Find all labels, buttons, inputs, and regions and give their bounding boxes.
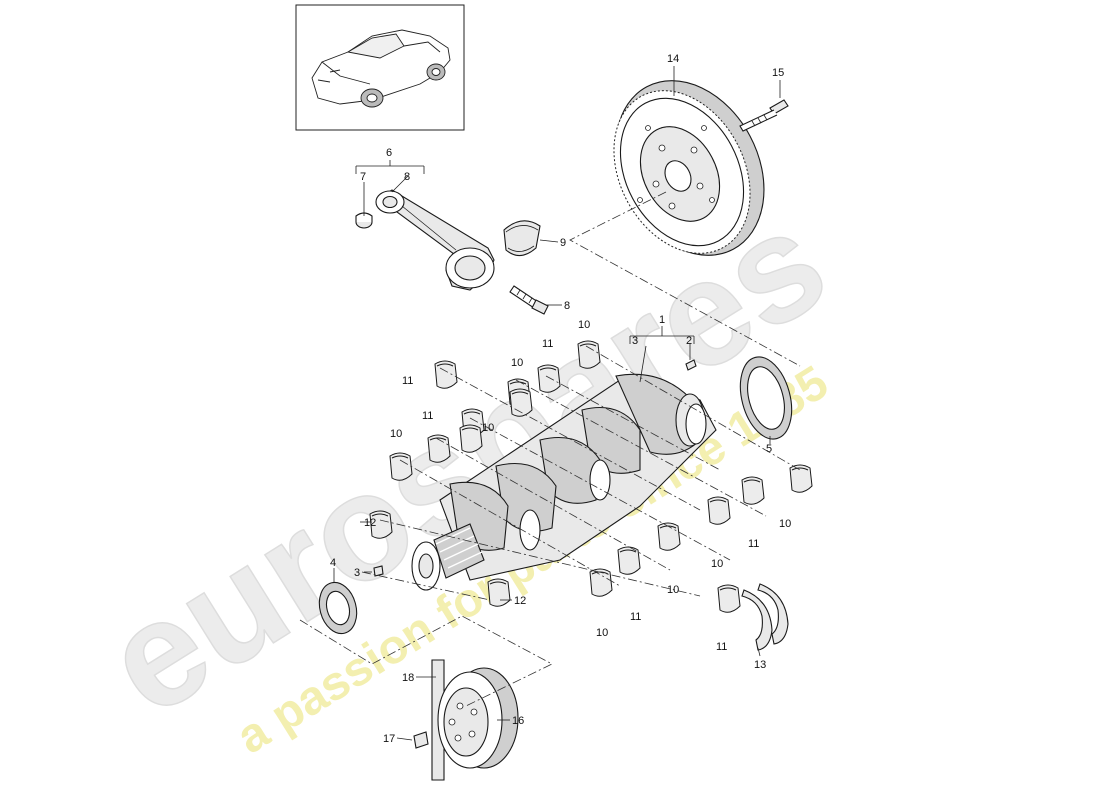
bearing-shell-edge <box>429 437 447 441</box>
bearing-shell-edge <box>391 455 409 459</box>
bearing-shell <box>707 496 731 525</box>
callout-13: 13 <box>754 659 766 671</box>
bearing-shell <box>717 584 741 613</box>
flywheel-bolt <box>739 99 789 132</box>
callout-11b: 11 <box>402 375 413 387</box>
callout-3b: 3 <box>354 567 360 579</box>
bearing-shell <box>537 364 561 393</box>
callout-10a: 10 <box>578 319 590 331</box>
callout-10b: 10 <box>511 357 523 369</box>
vehicle-thumbnail <box>295 4 465 131</box>
bearing-shell <box>577 340 601 369</box>
assembly-lines <box>299 191 801 707</box>
plug-small <box>373 359 697 577</box>
bearing-shell <box>389 452 413 481</box>
callout-numbers: 14 15 6 7 8 9 8 1 3 2 5 4 3 18 16 17 13 … <box>330 53 791 745</box>
callout-10e: 10 <box>779 518 791 530</box>
callout-12b: 12 <box>514 595 526 607</box>
thrust-washers <box>741 583 789 651</box>
callout-15: 15 <box>772 67 784 79</box>
callout-9: 9 <box>560 237 566 249</box>
callout-6: 6 <box>386 147 392 159</box>
bearing-shell-edge <box>709 499 727 503</box>
bearing-shell-edge <box>371 513 389 517</box>
flywheel <box>613 80 765 256</box>
callout-16: 16 <box>512 715 524 727</box>
callout-10g: 10 <box>667 584 679 596</box>
callout-11d: 11 <box>748 538 759 550</box>
bearing-shell <box>434 360 458 389</box>
car-icon <box>311 29 451 108</box>
callout-7: 7 <box>360 171 366 183</box>
bearing-shell-edge <box>579 343 597 347</box>
bearing-shell <box>789 464 813 493</box>
bearing-shell-edge <box>539 367 557 371</box>
bearing-shell <box>617 546 641 575</box>
rod-bolt <box>509 285 549 315</box>
crankshaft <box>411 373 717 591</box>
damper-bolt <box>413 731 429 749</box>
callout-8b: 8 <box>564 300 570 312</box>
callout-10d: 10 <box>390 428 402 440</box>
bearing-shell <box>741 476 765 505</box>
callout-11a: 11 <box>542 338 553 350</box>
connecting-rod <box>375 189 495 291</box>
callout-12: 12 <box>364 517 376 529</box>
bearing-shell-edge <box>743 479 761 483</box>
callout-10f: 10 <box>711 558 723 570</box>
callout-5: 5 <box>766 443 772 455</box>
bearing-shell-edge <box>511 391 529 395</box>
bearing-shell-edge <box>461 427 479 431</box>
bearing-shell <box>369 510 393 539</box>
bearing-shell-edge <box>719 587 737 591</box>
bearing-shell-edge <box>619 549 637 553</box>
bearing-shell-edge <box>436 363 454 367</box>
bearing-shell <box>427 434 451 463</box>
rear-oil-seal <box>739 356 793 440</box>
callout-11f: 11 <box>716 641 727 653</box>
leader-lines <box>333 66 781 741</box>
callout-14: 14 <box>667 53 679 65</box>
bearing-shell-edge <box>489 581 507 585</box>
callout-3: 3 <box>632 335 638 347</box>
callout-18: 18 <box>402 672 414 684</box>
callout-8: 8 <box>404 171 410 183</box>
bearing-shell-edge <box>791 467 809 471</box>
callout-11c: 11 <box>422 410 433 422</box>
bearing-shell-edge <box>509 381 527 385</box>
bearing-shell-edge <box>463 411 481 415</box>
callout-2: 2 <box>686 335 692 347</box>
vibration-damper <box>431 659 519 781</box>
rod-bearing-shells <box>503 220 541 257</box>
front-oil-seal <box>318 581 358 635</box>
callout-17: 17 <box>383 733 395 745</box>
main-bearing-shells <box>369 340 813 613</box>
callout-10h: 10 <box>596 627 608 639</box>
bearing-shell <box>459 424 483 453</box>
callout-4: 4 <box>330 557 336 569</box>
callout-10c: 10 <box>482 422 494 434</box>
bearing-shell <box>589 568 613 597</box>
callout-1: 1 <box>659 314 665 326</box>
callout-11e: 11 <box>630 611 641 623</box>
